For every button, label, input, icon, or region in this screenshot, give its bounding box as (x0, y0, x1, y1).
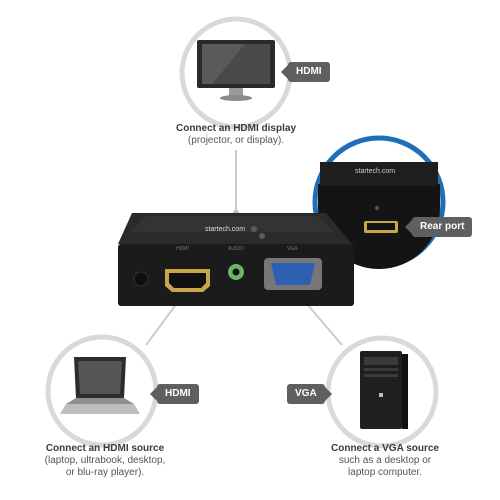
vga-source-caption-line1: such as a desktop or (338, 455, 432, 466)
hdmi-source-caption-line1: (laptop, ultrabook, desktop, (44, 455, 166, 466)
display-caption: Connect an HDMI display (projector, or d… (150, 123, 322, 147)
rear-brand: startech.com (355, 168, 396, 175)
device-port-label-vga: VGA (287, 246, 298, 252)
rear-port-tag: Rear port (404, 217, 473, 237)
vga-source-tag: VGA (287, 384, 332, 404)
device-brand: startech.com (204, 226, 246, 233)
hdmi-source-caption-title: Connect an HDMI source (45, 443, 165, 454)
vga-source-caption: Connect a VGA source such as a desktop o… (305, 443, 465, 479)
display-caption-subtitle: (projector, or display). (187, 135, 285, 146)
laptop-icon (60, 357, 140, 414)
switch-device (118, 213, 354, 306)
vga-source-caption-line2: laptop computer. (348, 467, 422, 478)
vga-source-caption-title: Connect a VGA source (331, 443, 439, 454)
desktop-tower-icon (360, 351, 408, 429)
display-caption-title: Connect an HDMI display (175, 123, 296, 134)
device-port-label-audio: AUDIO (228, 246, 244, 252)
hdmi-source-tag: HDMI (150, 384, 199, 404)
monitor-icon (197, 40, 275, 101)
display-hdmi-tag: HDMI (281, 62, 330, 82)
hdmi-source-caption-line2: or blu-ray player). (65, 467, 145, 478)
hdmi-source-caption: Connect an HDMI source (laptop, ultraboo… (20, 443, 190, 479)
device-port-label-hdmi: HDMI (176, 246, 189, 252)
